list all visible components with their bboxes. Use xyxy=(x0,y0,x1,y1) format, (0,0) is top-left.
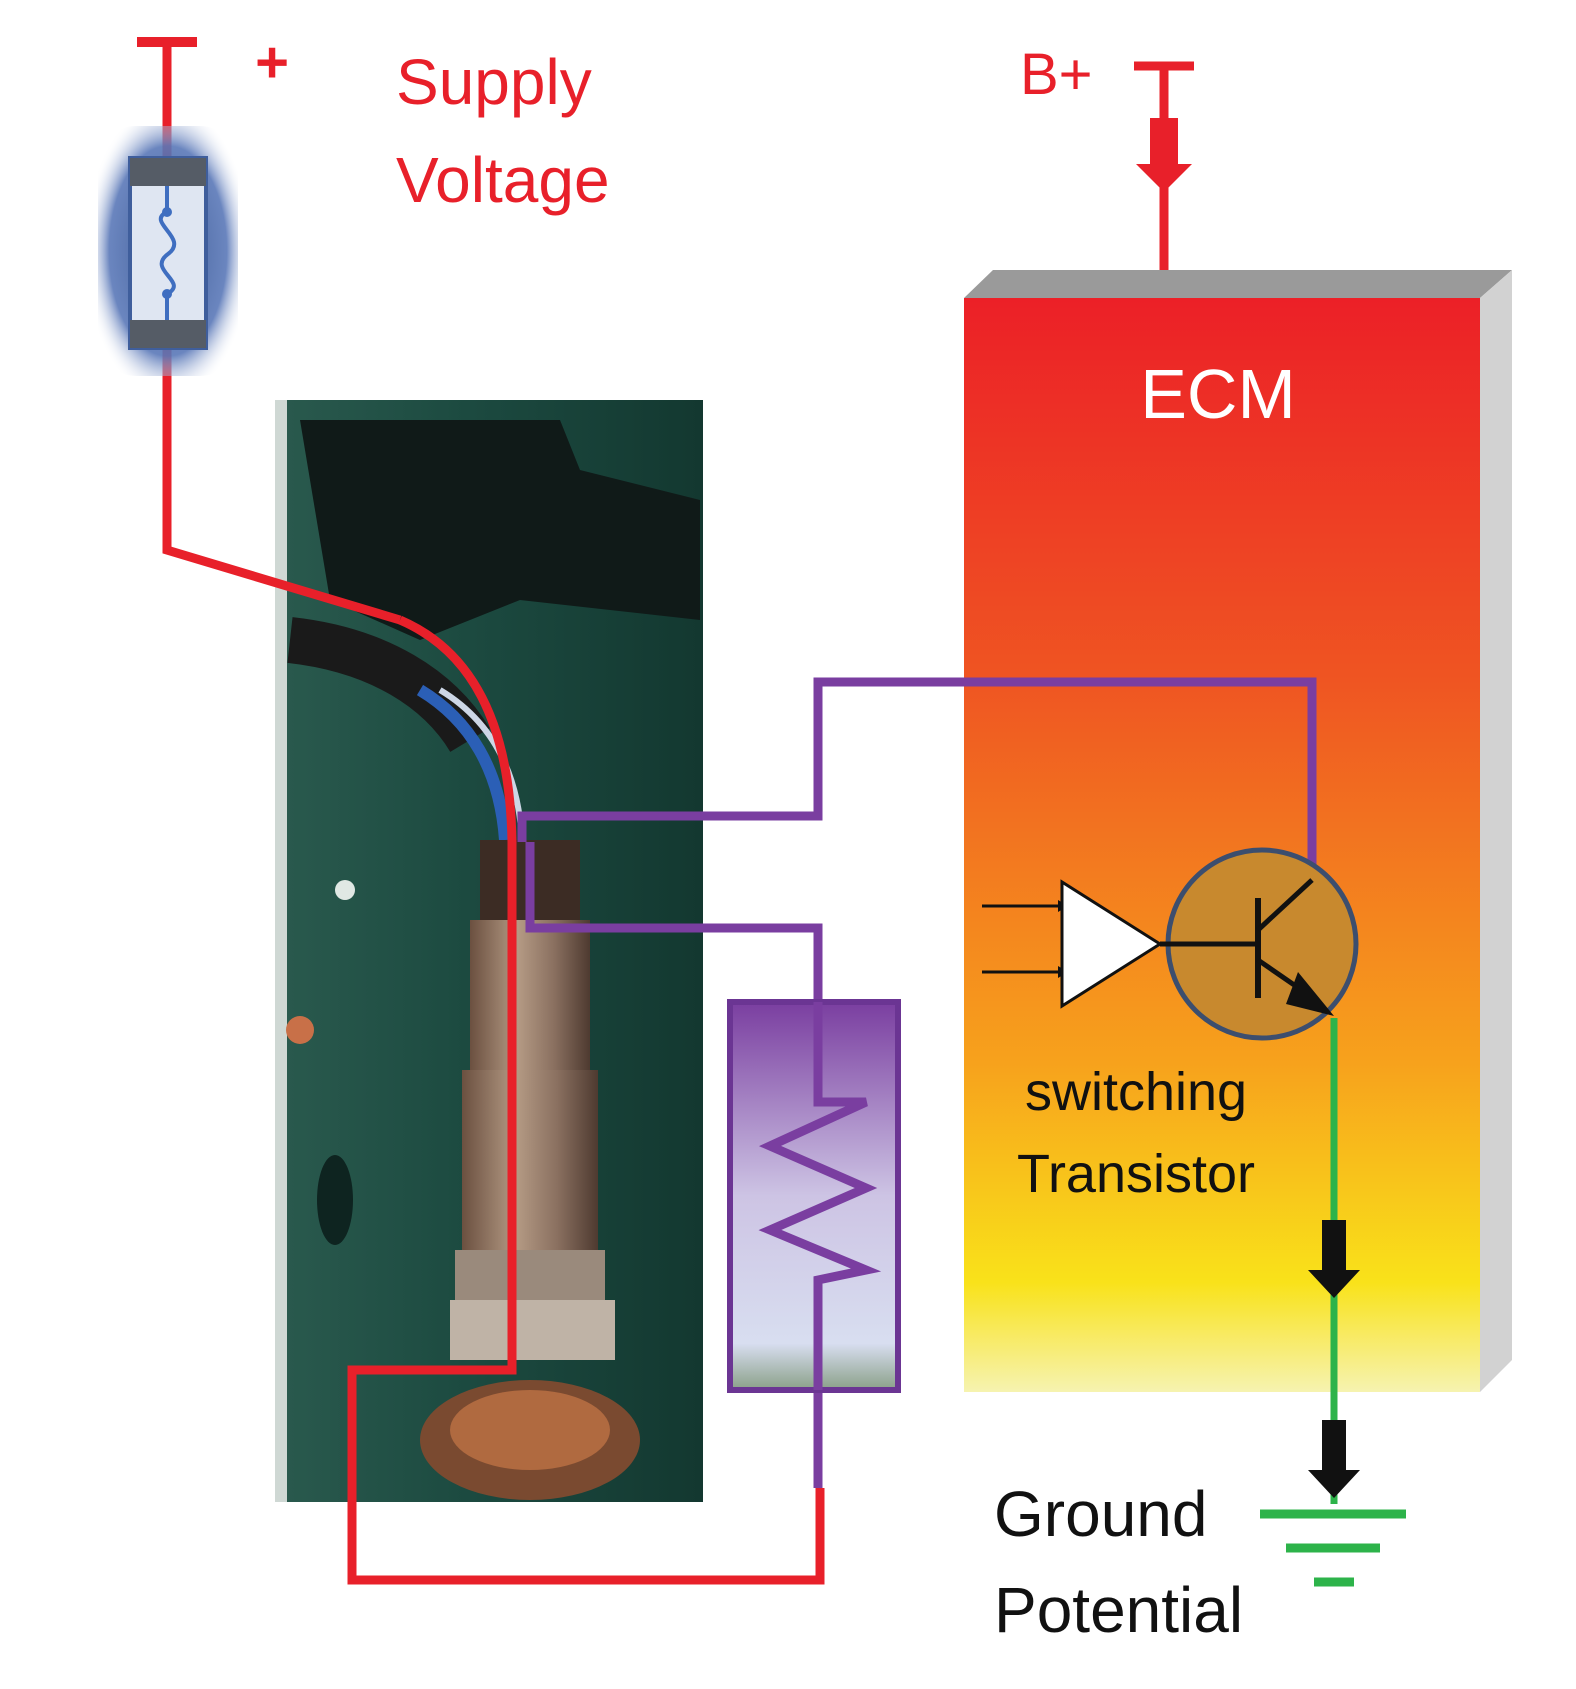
supply-wire-mid xyxy=(162,322,402,625)
ground-potential-label-line2: Potential xyxy=(994,1574,1243,1646)
arrow-down-icon xyxy=(1136,118,1192,192)
ground-wire xyxy=(1308,1018,1360,1504)
arrow-down-icon xyxy=(1308,1220,1360,1298)
supply-wires xyxy=(137,37,825,1585)
arrow-down-icon xyxy=(1308,1420,1360,1498)
ground-potential-label-line1: Ground xyxy=(994,1478,1207,1550)
plus-label: + xyxy=(255,30,289,95)
amplifier-triangle-icon xyxy=(982,879,1163,1009)
transistor-label-line1: switching xyxy=(1025,1062,1247,1122)
supply-voltage-label-line1: Supply xyxy=(396,46,592,118)
supply-voltage-label-line2: Voltage xyxy=(396,144,610,216)
fuse-icon xyxy=(98,126,238,376)
signal-wire-to-ecm xyxy=(517,677,1317,880)
ecm-label: ECM xyxy=(1140,355,1296,433)
battery-label: B+ xyxy=(1020,42,1093,107)
battery-supply xyxy=(1134,61,1194,270)
transistor-label-line2: Transistor xyxy=(1017,1144,1255,1204)
oxygen-sensor-photo xyxy=(275,400,703,1502)
ecm-module: ECM xyxy=(964,270,1512,1392)
ground-symbol-icon xyxy=(1260,1509,1406,1587)
npn-transistor-icon xyxy=(1160,847,1359,1041)
heater-wire-top xyxy=(525,842,823,1002)
supply-wire-bend xyxy=(347,615,825,1585)
resistor-icon xyxy=(727,999,901,1393)
